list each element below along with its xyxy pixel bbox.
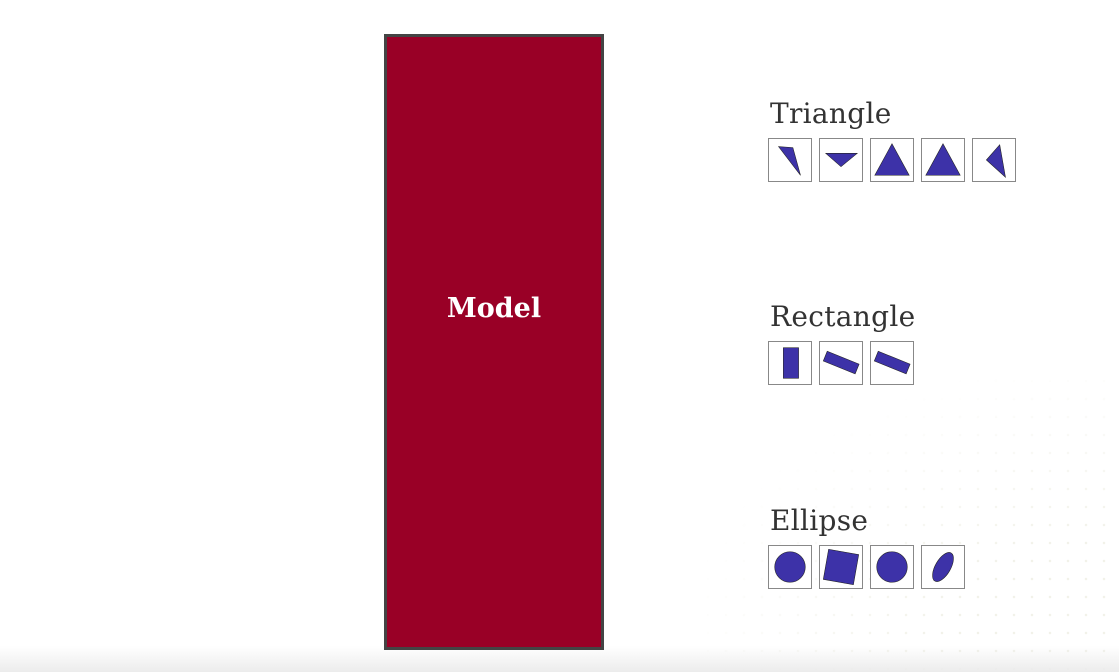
- triangle-tiles: [768, 138, 1016, 182]
- circle-shape: [774, 551, 806, 583]
- rotated-square-tile: [819, 545, 863, 589]
- circle-tile: [768, 545, 812, 589]
- triangle-group: Triangle: [768, 100, 1016, 182]
- triangle-down-tile: [819, 138, 863, 182]
- model-label: Model: [446, 292, 542, 324]
- triangle-up-tile: [921, 138, 965, 182]
- tilted-ellipse-tile: [921, 545, 965, 589]
- model-box: Model: [384, 34, 604, 650]
- ellipse-tiles: [768, 545, 965, 589]
- rectangle-vertical-shape: [783, 347, 799, 379]
- triangle-down-shape: [824, 153, 859, 168]
- triangle-up-shape: [874, 143, 910, 176]
- triangle-left-small-shape: [985, 144, 1006, 178]
- circle-shape: [876, 551, 908, 583]
- ellipse-group: Ellipse: [768, 507, 965, 589]
- tilted-ellipse-shape: [932, 552, 954, 582]
- triangle-up-tile: [870, 138, 914, 182]
- rectangle-rotated-shape: [822, 350, 860, 375]
- triangle-left-shape: [777, 146, 801, 176]
- rotated-square-shape: [822, 548, 860, 586]
- rectangle-tiles: [768, 341, 915, 385]
- rectangle-rotated-tile: [870, 341, 914, 385]
- rectangle-vertical-tile: [768, 341, 812, 385]
- rectangle-group: Rectangle: [768, 303, 915, 385]
- triangle-up-shape: [925, 143, 961, 176]
- triangle-left-tile: [768, 138, 812, 182]
- rectangle-heading: Rectangle: [770, 300, 916, 333]
- rectangle-rotated-tile: [819, 341, 863, 385]
- circle-tile: [870, 545, 914, 589]
- bottom-fade: [0, 646, 1119, 672]
- ellipse-heading: Ellipse: [770, 504, 869, 537]
- rectangle-rotated-shape: [873, 350, 911, 375]
- triangle-left-small-tile: [972, 138, 1016, 182]
- triangle-heading: Triangle: [770, 97, 892, 130]
